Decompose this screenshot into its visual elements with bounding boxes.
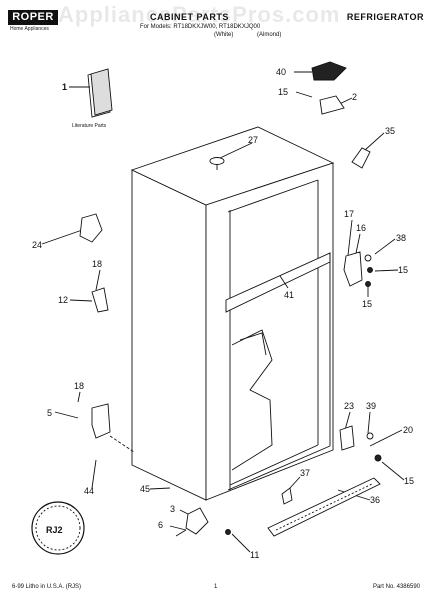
badge-text: RJ2 xyxy=(46,525,63,535)
rj2-badge-icon xyxy=(31,501,85,555)
toe-grille-icon xyxy=(267,477,381,537)
literature-booklet-icon xyxy=(69,68,113,118)
callout-5: 5 xyxy=(47,408,52,418)
callout-35: 35 xyxy=(385,126,395,136)
callout-40: 40 xyxy=(276,67,286,77)
callout-45: 45 xyxy=(140,484,150,494)
callout-15c: 15 xyxy=(362,299,372,309)
footer-page: 1 xyxy=(214,584,218,590)
callout-18b: 18 xyxy=(74,381,84,391)
model-list: For Models: RT18DKXJW00, RT18DKXJQ00 xyxy=(140,24,261,30)
top-hinge-cover-icon xyxy=(311,61,347,81)
hinge-pin-icon xyxy=(351,147,371,169)
page-title: CABINET PARTS xyxy=(150,12,229,22)
callout-17: 17 xyxy=(344,209,354,219)
callout-39: 39 xyxy=(366,401,376,411)
callout-36: 36 xyxy=(370,495,380,505)
callout-16: 16 xyxy=(356,223,366,233)
literature-label: Literature Parts xyxy=(72,123,107,129)
callout-12: 12 xyxy=(58,295,68,305)
callout-1: 1 xyxy=(62,82,67,92)
color-almond: (Almond) xyxy=(257,32,282,38)
callout-18: 18 xyxy=(92,259,102,269)
callout-27: 27 xyxy=(248,135,258,145)
brand-logo: ROPER xyxy=(8,10,58,25)
door-stop-icon xyxy=(91,287,109,313)
callout-11: 11 xyxy=(250,550,259,560)
cabinet-body xyxy=(130,126,335,501)
callout-15: 15 xyxy=(278,87,288,97)
callout-37: 37 xyxy=(300,468,310,478)
callout-6: 6 xyxy=(158,520,163,530)
center-hinge-right-icon xyxy=(343,251,373,287)
brand-subtitle: Home Appliances xyxy=(10,26,49,32)
footer-litho: 6-99 Litho in U.S.A. (RJS) xyxy=(12,584,82,590)
watermark: AppliancePartsPros.com xyxy=(58,2,341,27)
callout-23: 23 xyxy=(344,401,354,411)
lower-hinge-right-icon xyxy=(339,425,382,462)
lower-hinge-left-icon xyxy=(91,403,135,453)
color-white: (White) xyxy=(214,32,234,38)
roller-bracket-icon xyxy=(175,507,231,537)
callout-41: 41 xyxy=(284,290,294,300)
top-hinge-icon xyxy=(319,95,345,115)
clip-icon xyxy=(281,487,293,505)
callout-38: 38 xyxy=(396,233,406,243)
callout-15d: 15 xyxy=(404,476,414,486)
leveling-plug-icon xyxy=(209,157,225,170)
callout-15b: 15 xyxy=(398,265,408,275)
callout-2: 2 xyxy=(352,92,357,102)
callout-3: 3 xyxy=(170,504,175,514)
color-list: (White) (Almond) xyxy=(214,32,303,38)
center-hinge-left-icon xyxy=(79,213,103,243)
callout-44: 44 xyxy=(84,486,94,496)
category-label: REFRIGERATOR xyxy=(346,12,424,22)
footer-part-no: Part No. 4386590 xyxy=(372,584,420,590)
callout-24: 24 xyxy=(32,240,42,250)
callout-20: 20 xyxy=(403,425,413,435)
